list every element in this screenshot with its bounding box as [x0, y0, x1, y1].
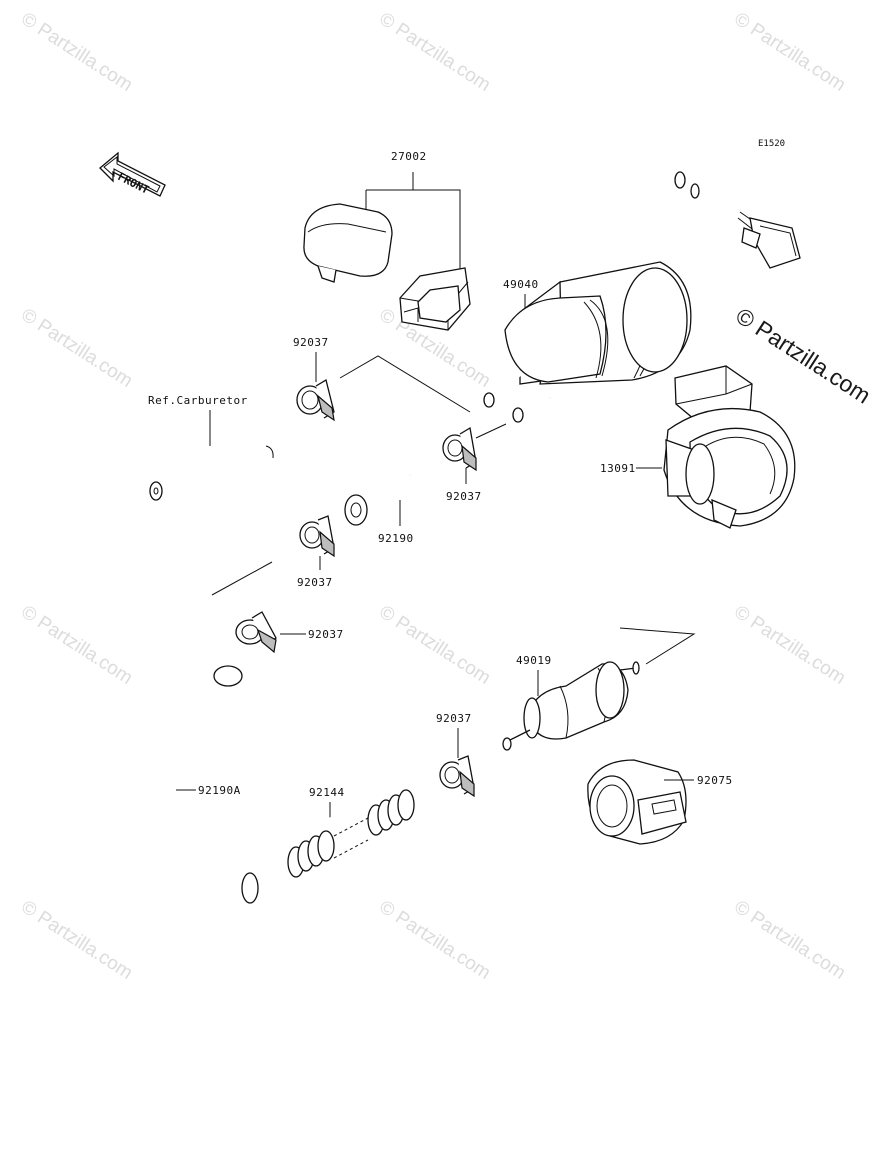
hose-92190: 92190: [344, 463, 418, 545]
callout-49019: 49019: [516, 654, 552, 667]
callout-92190: 92190: [378, 532, 414, 545]
front-arrow-icon: FRONT: [99, 151, 166, 197]
carburetor-pipe: Ref.Carburetor: [148, 394, 275, 501]
callout-92037-e: 92037: [436, 712, 472, 725]
callout-92144: 92144: [309, 786, 345, 799]
callout-92037-b: 92037: [446, 490, 482, 503]
relay-27002: 27002: [303, 150, 471, 331]
watermark: © Partzilla.com: [375, 602, 494, 689]
clamp-92037-d: 92037: [235, 611, 344, 654]
watermark: © Partzilla.com: [730, 9, 849, 96]
watermark: © Partzilla.com: [17, 9, 136, 96]
callout-ref-carburetor: Ref.Carburetor: [148, 394, 248, 407]
callout-92037-c: 92037: [297, 576, 333, 589]
callout-27002: 27002: [391, 150, 427, 163]
fuel-pump-49040: 49040: [483, 170, 801, 423]
callout-92190a: 92190A: [198, 784, 241, 797]
clamp-92037-a: 92037: [293, 336, 471, 422]
bracket-13091: 13091: [600, 365, 796, 529]
spring-92144: 92144: [287, 782, 415, 878]
watermark: © Partzilla.com: [17, 602, 136, 689]
hose-92190a: 92190A: [137, 665, 259, 923]
watermark-dark: © Partzilla.com: [731, 302, 875, 408]
callout-92037-a: 92037: [293, 336, 329, 349]
diagram-code: E1520: [758, 139, 785, 149]
watermark: © Partzilla.com: [17, 897, 136, 984]
watermark: © Partzilla.com: [375, 9, 494, 96]
fuel-filter-49019: 49019: [502, 627, 696, 751]
callout-49040: 49040: [503, 278, 539, 291]
watermark: © Partzilla.com: [17, 305, 136, 392]
callout-92037-d: 92037: [308, 628, 344, 641]
clamp-92037-b: 92037: [442, 423, 507, 503]
callout-92075: 92075: [697, 774, 733, 787]
watermark: © Partzilla.com: [730, 897, 849, 984]
clamp-92037-c: 92037: [211, 515, 335, 596]
sleeve-92075: 92075: [587, 759, 733, 845]
callout-13091: 13091: [600, 462, 636, 475]
clamp-92037-e: 92037: [436, 712, 475, 798]
watermark: © Partzilla.com: [730, 602, 849, 689]
watermark: © Partzilla.com: [375, 897, 494, 984]
